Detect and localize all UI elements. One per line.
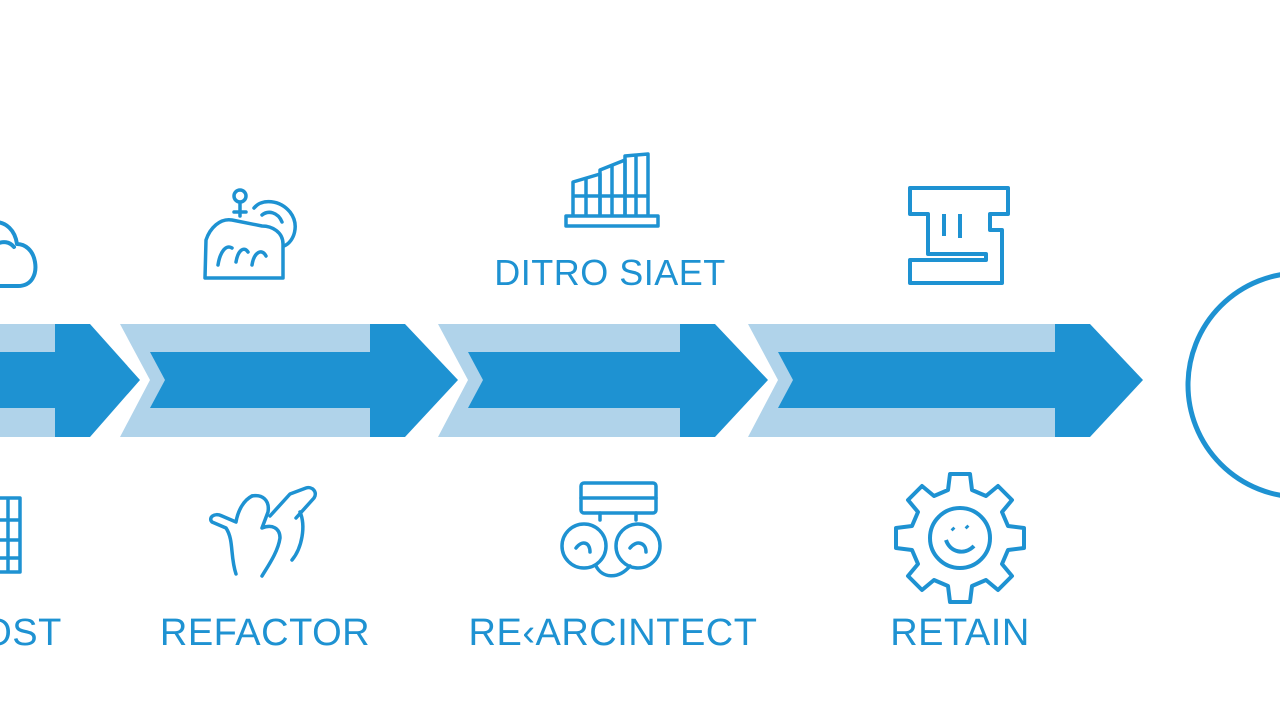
- cloud-icon: [0, 220, 38, 288]
- arrow-segment-2: [120, 324, 458, 437]
- building-chart-icon: [564, 152, 660, 228]
- hand-gesture-icon: [209, 485, 318, 578]
- handshake-icon: [203, 188, 297, 280]
- arrow-segment-4: [748, 324, 1143, 437]
- gear-icon: [894, 472, 1026, 604]
- top-label-3: DITRO SIAET: [494, 252, 726, 293]
- circle-icon: [1185, 272, 1280, 498]
- bottom-label-3: RE‹ARCINTECT: [468, 612, 758, 654]
- arrow-segment-1: [0, 324, 140, 437]
- arrow-segment-3: [438, 324, 768, 437]
- document-grid-icon: [0, 496, 22, 574]
- bottom-label-2: REFACTOR: [159, 612, 371, 654]
- server-people-icon: [560, 481, 662, 578]
- bottom-label-4: RETAIN: [890, 612, 1030, 654]
- bottom-label-1: OST: [0, 612, 62, 654]
- arrow-band: [0, 324, 1143, 437]
- bracket-shape-icon: [908, 186, 1010, 285]
